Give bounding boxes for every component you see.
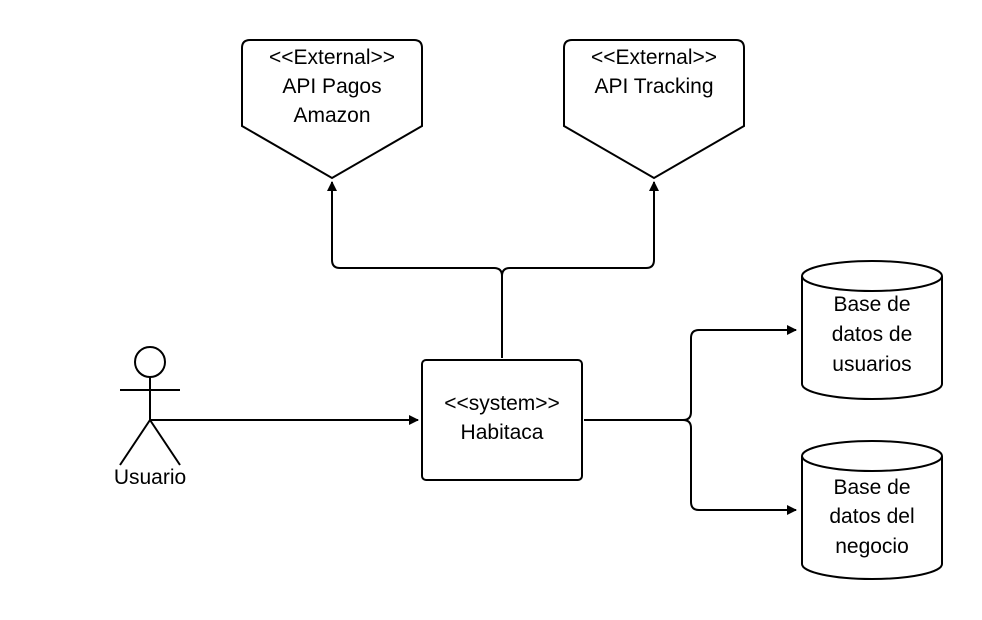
system-name: Habitaca	[461, 421, 544, 444]
system-to-database-connectors	[584, 325, 797, 515]
actor-label: Usuario	[114, 466, 186, 489]
actor-head	[134, 346, 166, 378]
database-usuarios-node: Base de datos de usuarios	[801, 260, 943, 400]
db-usuarios-line3: usuarios	[832, 353, 911, 376]
db-negocio-line1: Base de	[833, 476, 910, 499]
system-stereotype: <<system>>	[444, 392, 560, 415]
database-negocio-node: Base de datos del negocio	[801, 440, 943, 580]
connector-to-pagos	[327, 181, 503, 358]
external-api-pagos-node: <<External>> API Pagos Amazon	[241, 39, 423, 180]
external-pagos-stereotype: <<External>>	[269, 46, 395, 69]
db-usuarios-line2: datos de	[832, 323, 913, 346]
external-pagos-name-line1: API Pagos	[282, 75, 381, 98]
connector-to-db-usuarios	[584, 325, 797, 421]
db-negocio-line3: negocio	[835, 535, 909, 558]
connector-to-db-negocio	[682, 419, 797, 515]
connector-to-tracking	[501, 181, 659, 277]
actor-leg-right	[149, 419, 181, 466]
external-tracking-name: API Tracking	[594, 75, 713, 98]
system-habitaca-node: <<system>> Habitaca	[421, 359, 583, 481]
external-tracking-stereotype: <<External>>	[591, 46, 717, 69]
system-to-external-connectors	[327, 181, 659, 358]
actor-leg-left	[119, 419, 151, 466]
db-negocio-line2: datos del	[829, 505, 914, 528]
db-usuarios-line1: Base de	[833, 293, 910, 316]
external-api-tracking-node: <<External>> API Tracking	[563, 39, 745, 180]
actor-usuario: Usuario	[114, 346, 186, 489]
external-pagos-name-line2: Amazon	[293, 104, 370, 127]
